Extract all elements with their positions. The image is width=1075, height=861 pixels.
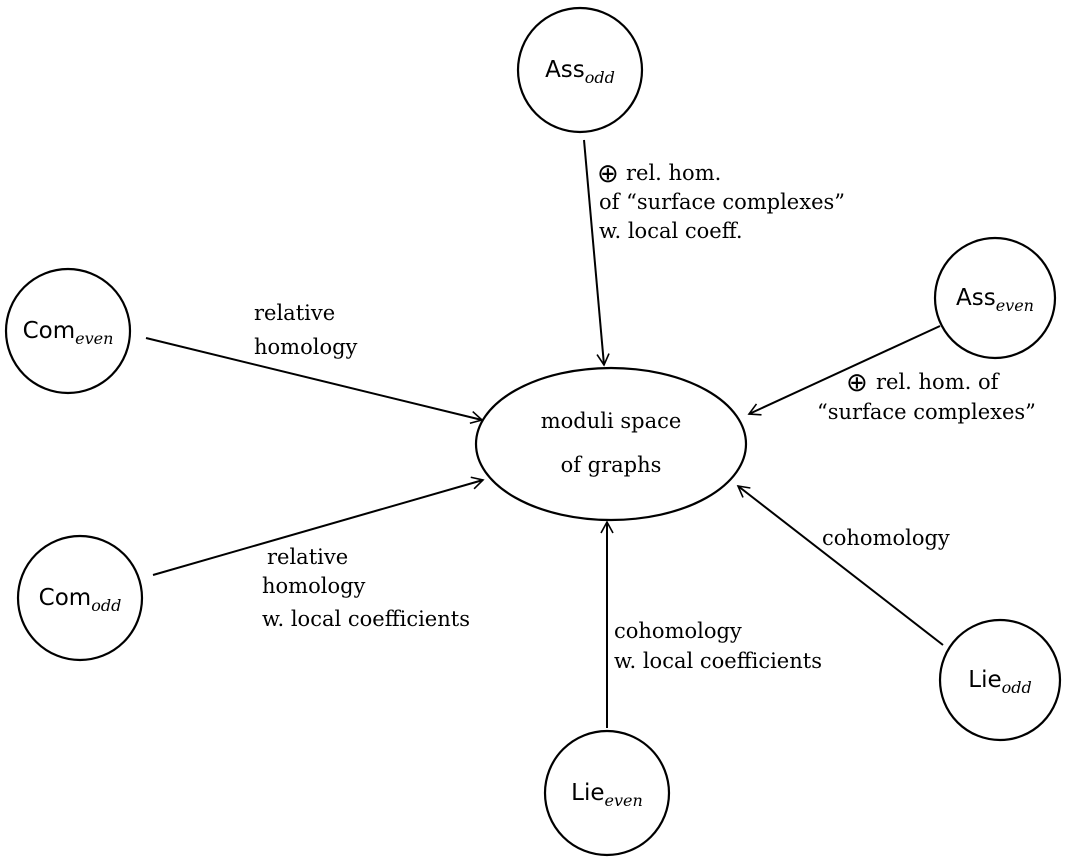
node-ass-even-sub: even <box>996 296 1034 315</box>
label-lie-odd-line1: cohomology <box>822 526 950 550</box>
node-ass-odd-main: Ass <box>545 57 585 83</box>
node-com-odd-sub: odd <box>91 596 121 615</box>
node-ass-even-main: Ass <box>956 285 996 311</box>
oplus-symbol: ⊕ <box>846 368 868 398</box>
label-com-odd-line3: w. local coefficients <box>262 607 470 631</box>
label-ass-odd: ⊕ rel. hom. of “surface complexes” w. lo… <box>597 159 845 243</box>
label-com-even: relative homology <box>254 301 358 359</box>
node-com-even-main: Com <box>23 318 76 344</box>
svg-text:Comeven: Comeven <box>23 318 114 348</box>
edge-com-even <box>145 337 484 424</box>
label-com-odd-line2: homology <box>262 574 366 598</box>
label-lie-even-line1: cohomology <box>614 619 742 643</box>
node-lie-even-main: Lie <box>571 780 604 806</box>
svg-text:Comodd: Comodd <box>39 585 122 615</box>
node-com-even-sub: even <box>75 329 113 348</box>
node-com-odd-main: Com <box>39 585 92 611</box>
label-ass-odd-line1: rel. hom. <box>626 161 721 185</box>
label-ass-odd-line3: w. local coeff. <box>599 219 743 243</box>
node-ass-even: Asseven <box>933 236 1057 360</box>
svg-text:Assodd: Assodd <box>545 57 615 87</box>
label-com-even-line2: homology <box>254 335 358 359</box>
node-ass-odd: Assodd <box>516 6 644 134</box>
node-lie-even-sub: even <box>605 791 643 810</box>
node-com-even: Comeven <box>4 267 132 395</box>
node-lie-odd: Lieodd <box>938 618 1062 742</box>
label-ass-even-line2: “surface complexes” <box>817 400 1036 424</box>
node-ass-odd-sub: odd <box>585 68 615 87</box>
oplus-symbol: ⊕ <box>597 159 619 189</box>
svg-text:Lieodd: Lieodd <box>968 667 1031 697</box>
node-lie-odd-main: Lie <box>968 667 1001 693</box>
node-com-odd: Comodd <box>16 534 144 662</box>
edge-ass-odd <box>583 139 610 367</box>
edge-com-odd <box>152 476 485 576</box>
label-com-odd-line1: relative <box>267 545 348 569</box>
center-label-line1: moduli space <box>541 409 682 433</box>
node-lie-even: Lieeven <box>543 729 671 857</box>
center-label-line2: of graphs <box>561 453 662 477</box>
svg-text:Lieeven: Lieeven <box>571 780 643 810</box>
label-ass-even-line1: rel. hom. of <box>876 370 1001 394</box>
label-com-even-line1: relative <box>254 301 335 325</box>
label-lie-odd: cohomology <box>822 526 950 550</box>
label-lie-even-line2: w. local coefficients <box>614 649 822 673</box>
label-com-odd: relative homology w. local coefficients <box>262 545 470 631</box>
center-node: moduli space of graphs <box>474 366 748 522</box>
label-ass-odd-line2: of “surface complexes” <box>599 190 845 214</box>
label-ass-even: ⊕ rel. hom. of “surface complexes” <box>817 368 1036 424</box>
edge-ass-even <box>747 325 941 416</box>
label-lie-even: cohomology w. local coefficients <box>614 619 822 673</box>
edge-lie-odd <box>736 484 944 646</box>
svg-text:Asseven: Asseven <box>956 285 1034 315</box>
node-lie-odd-sub: odd <box>1002 678 1032 697</box>
